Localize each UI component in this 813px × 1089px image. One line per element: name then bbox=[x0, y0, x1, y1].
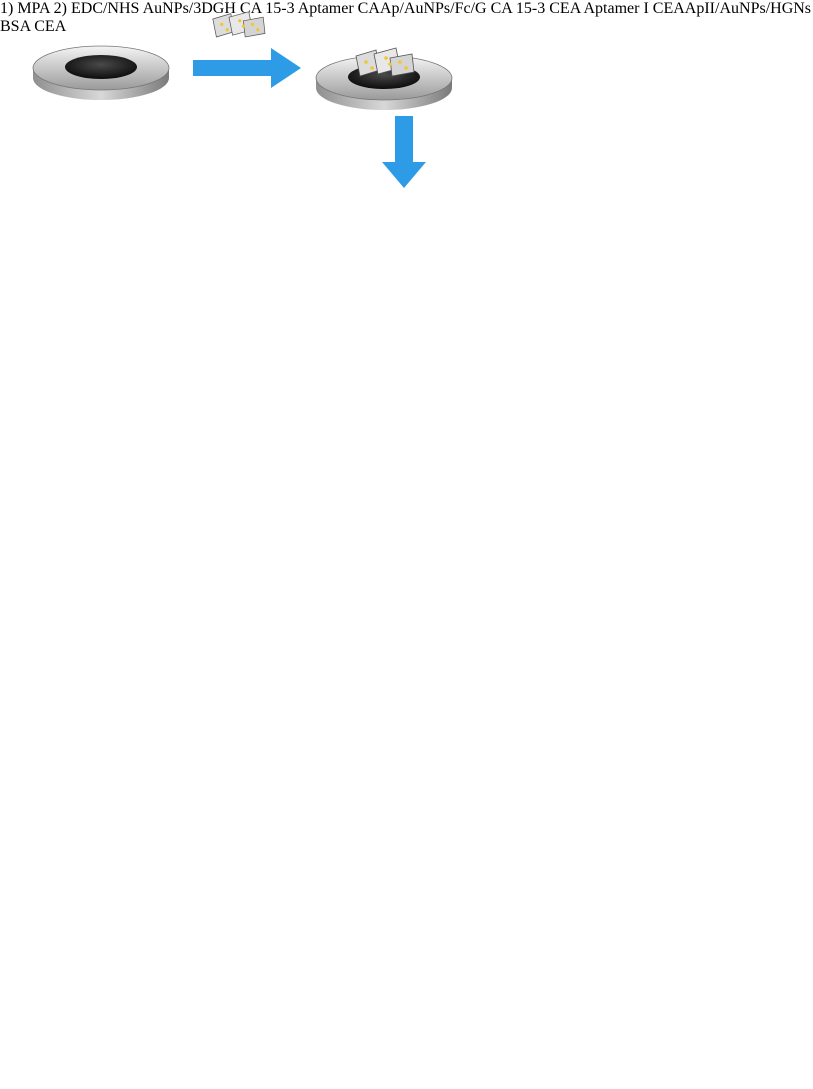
floating-red-strand: AuNPs/3DGH CA 15-3 Aptamer CAAp/AuNPs/Fc… bbox=[0, 0, 811, 35]
bare-electrode bbox=[32, 45, 170, 101]
modified-electrode bbox=[315, 47, 453, 111]
legend-ca153-aptamer-icon: CEA Aptamer I CEAApII/AuNPs/HGNs BSA CEA… bbox=[0, 0, 811, 35]
legend-left-item-1: CA 15-3 Aptamer bbox=[239, 0, 354, 17]
legend-right-item-0: CEA Aptamer I bbox=[549, 0, 649, 17]
legend-right-box: CEA Aptamer I CEAApII/AuNPs/HGNs BSA CEA… bbox=[0, 0, 811, 35]
floating-ca153-aptamer: AuNPs/3DGH CA 15-3 Aptamer CAAp/AuNPs/Fc… bbox=[0, 0, 811, 35]
arrow-down-mpa bbox=[382, 116, 426, 188]
floating-green-strand: AuNPs/3DGH CA 15-3 Aptamer CAAp/AuNPs/Fc… bbox=[0, 0, 811, 35]
bsa-icon-right: AuNPs/3DGH CA 15-3 Aptamer CAAp/AuNPs/Fc… bbox=[0, 0, 811, 35]
cea-icon-right: AuNPs/3DGH CA 15-3 Aptamer CAAp/AuNPs/Fc… bbox=[0, 0, 811, 35]
step-label-2: 2) EDC/NHS bbox=[53, 0, 140, 17]
legend-left-item-2: CAAp/AuNPs/Fc/G bbox=[357, 0, 487, 17]
aunps-3dgh-floating bbox=[212, 11, 266, 38]
ca153-icon-left: AuNPs/3DGH CA 15-3 Aptamer CAAp/AuNPs/Fc… bbox=[0, 0, 811, 35]
bsa-icon-center: AuNPs/3DGH CA 15-3 Aptamer CAAp/AuNPs/Fc… bbox=[0, 0, 811, 35]
ca153-icon-center: AuNPs/3DGH CA 15-3 Aptamer CAAp/AuNPs/Fc… bbox=[0, 0, 811, 35]
legend-right-item-2: BSA bbox=[0, 18, 31, 35]
cea-icon-center: AuNPs/3DGH CA 15-3 Aptamer CAAp/AuNPs/Fc… bbox=[0, 0, 811, 35]
legend-left-box: AuNPs/3DGH CA 15-3 Aptamer CAAp/AuNPs/Fc… bbox=[0, 0, 811, 35]
legend-right-item-1: CEAApII/AuNPs/HGNs bbox=[652, 0, 812, 17]
floating-cea-aptamer: AuNPs/3DGH CA 15-3 Aptamer CAAp/AuNPs/Fc… bbox=[0, 0, 811, 35]
legend-left-item-0: AuNPs/3DGH bbox=[142, 0, 236, 17]
legend-left-item-3: CA 15-3 bbox=[490, 0, 546, 17]
legend-ca153-icon: CEA Aptamer I CEAApII/AuNPs/HGNs BSA CEA… bbox=[0, 0, 811, 35]
arrow-right-1 bbox=[193, 48, 301, 88]
bsa-icon-left: AuNPs/3DGH CA 15-3 Aptamer CAAp/AuNPs/Fc… bbox=[0, 0, 811, 35]
legend-right-item-3: CEA bbox=[34, 18, 67, 35]
step-label-1: 1) MPA bbox=[0, 0, 50, 17]
